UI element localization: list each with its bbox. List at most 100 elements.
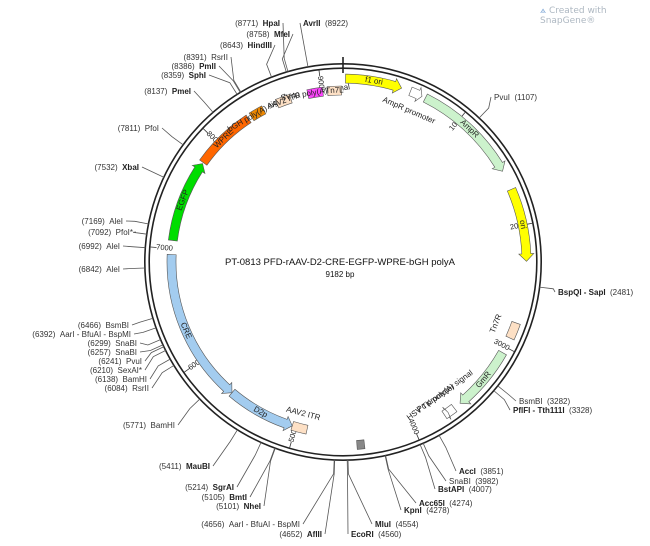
site-leader-line — [478, 96, 492, 119]
site-enzyme: HpaI — [263, 19, 280, 28]
site-position: (4560) — [378, 530, 401, 539]
site-position: (4652) — [279, 530, 302, 539]
feature-ori: ori — [506, 187, 535, 262]
site-enzyme: AleI — [109, 217, 123, 226]
site-label: (7092) PfoI* — [88, 222, 133, 239]
tick-mark — [318, 70, 321, 77]
site-position: (5771) — [123, 421, 146, 430]
site-label: AvrII (8922) — [303, 13, 348, 30]
site-enzyme: BamHI — [123, 375, 147, 384]
site-leader-line — [122, 245, 146, 249]
site-leader-line — [249, 447, 276, 498]
feature-label: Tn7R — [488, 313, 504, 335]
site-leader-line — [346, 459, 349, 535]
feature-f1-ori: f1 ori — [345, 73, 403, 94]
site-label: (8771) HpaI — [235, 13, 280, 30]
site-enzyme: BstAPI — [438, 485, 464, 494]
site-maubi: (5411) MauBI — [159, 429, 238, 471]
site-leader-line — [422, 442, 447, 482]
site-leader-line — [177, 398, 201, 426]
site-leader-line — [133, 231, 148, 235]
site-label: (8386) PmlI — [172, 56, 216, 73]
site-avrii: AvrII (8922) — [299, 13, 348, 68]
feature-tn7r: Tn7R — [488, 313, 521, 341]
site-enzyme: AflII — [307, 530, 322, 539]
site-label: (6392) AarI - BfuAI - BspMI — [32, 324, 131, 341]
site-label: (6241) PvuI — [98, 351, 142, 368]
feature-arrow — [228, 388, 293, 432]
site-enzyme: MfeI — [274, 30, 290, 39]
site-position: (4274) — [449, 499, 472, 508]
feature-misc — [356, 439, 366, 450]
site-label: BstAPI (4007) — [438, 479, 492, 496]
feature-label: Tn7L — [325, 85, 344, 95]
site-enzyme: PfoI* — [116, 228, 133, 237]
tick-mark — [289, 441, 292, 448]
site-alei: (7169) AleI — [82, 217, 149, 226]
site-bamhi: (5771) BamHI — [123, 398, 201, 430]
site-leader-line — [125, 220, 149, 225]
site-enzyme: Acc65I — [419, 499, 445, 508]
site-enzyme: SnaBI — [449, 477, 471, 486]
site-enzyme: RsrII — [132, 384, 149, 393]
site-position: (6992) — [79, 242, 102, 251]
site-leader-line — [151, 364, 175, 389]
site-position: (3851) — [480, 467, 503, 476]
site-leader-line — [212, 429, 238, 467]
snapgene-logo-icon: ⟑ — [540, 5, 547, 16]
feature-arrow — [506, 187, 535, 262]
site-position: (8922) — [325, 19, 348, 28]
site-pmei: (8137) PmeI — [144, 87, 214, 113]
site-enzyme: SphI — [189, 71, 206, 80]
site-enzyme: AccI — [459, 467, 476, 476]
feature-label: EGFP — [175, 188, 191, 212]
site-bspqi-sapi: BspQI - SapI (2481) — [539, 286, 633, 297]
site-enzyme: XbaI — [122, 163, 139, 172]
site-enzyme: PmlI — [199, 62, 216, 71]
site-leader-line — [141, 166, 165, 178]
tick-mark — [508, 348, 515, 352]
site-position: (6210) — [90, 366, 113, 375]
feature-ampr-promoter: AmpR promoter — [381, 86, 437, 126]
restriction-sites: (8771) HpaI(8758) MfeI(8643) HindIII(839… — [32, 13, 633, 539]
feature-arrow — [459, 349, 507, 405]
site-position: (8391) — [184, 53, 207, 62]
site-leader-line — [133, 327, 157, 335]
site-leader-line — [539, 286, 556, 293]
site-leader-line — [419, 444, 436, 490]
site-position: (7532) — [95, 163, 118, 172]
feature-arrow — [290, 421, 309, 435]
site-position: (5101) — [216, 502, 239, 511]
site-enzyme: AleI — [106, 265, 120, 274]
watermark-text: Created with SnapGene® — [540, 6, 607, 26]
site-enzyme: MluI — [375, 520, 391, 529]
site-leader-line — [385, 455, 417, 504]
site-label: (6257) SnaBI — [88, 342, 137, 359]
site-label: (6842) AleI — [79, 259, 120, 276]
site-enzyme: SnaBI — [115, 348, 137, 357]
plasmid-backbone — [144, 57, 542, 461]
site-position: (4554) — [395, 520, 418, 529]
site-label: BsmBI (3282) — [519, 391, 570, 408]
site-position: (3282) — [547, 397, 570, 406]
site-snabi: (6299) SnaBI — [88, 339, 161, 348]
site-enzyme: SexAI* — [118, 366, 142, 375]
site-leader-line — [208, 74, 238, 95]
tick-mark — [416, 433, 420, 440]
site-bmti: (5105) BmtI — [202, 447, 276, 502]
site-enzyme: PflFI - Tth111I — [513, 406, 565, 415]
feature-label: ori — [518, 219, 529, 230]
tick-mark — [184, 368, 190, 373]
site-pvui: (6241) PvuI — [98, 346, 165, 368]
site-enzyme: PfoI — [145, 124, 159, 133]
site-leader-line — [281, 33, 294, 73]
site-nhei: (5101) NheI — [216, 447, 276, 511]
site-ecori: EcoRI (4560) — [346, 459, 402, 539]
site-aari-bfuai-bspmi: (4656) AarI - BfuAI - BspMI — [201, 459, 335, 529]
site-sexai: (6210) SexAI* — [90, 350, 166, 375]
site-position: (6466) — [78, 321, 101, 330]
site-enzyme: PmeI — [172, 87, 191, 96]
site-hpai: (8771) HpaI — [235, 13, 289, 72]
feature-egfp: EGFP — [168, 163, 206, 242]
